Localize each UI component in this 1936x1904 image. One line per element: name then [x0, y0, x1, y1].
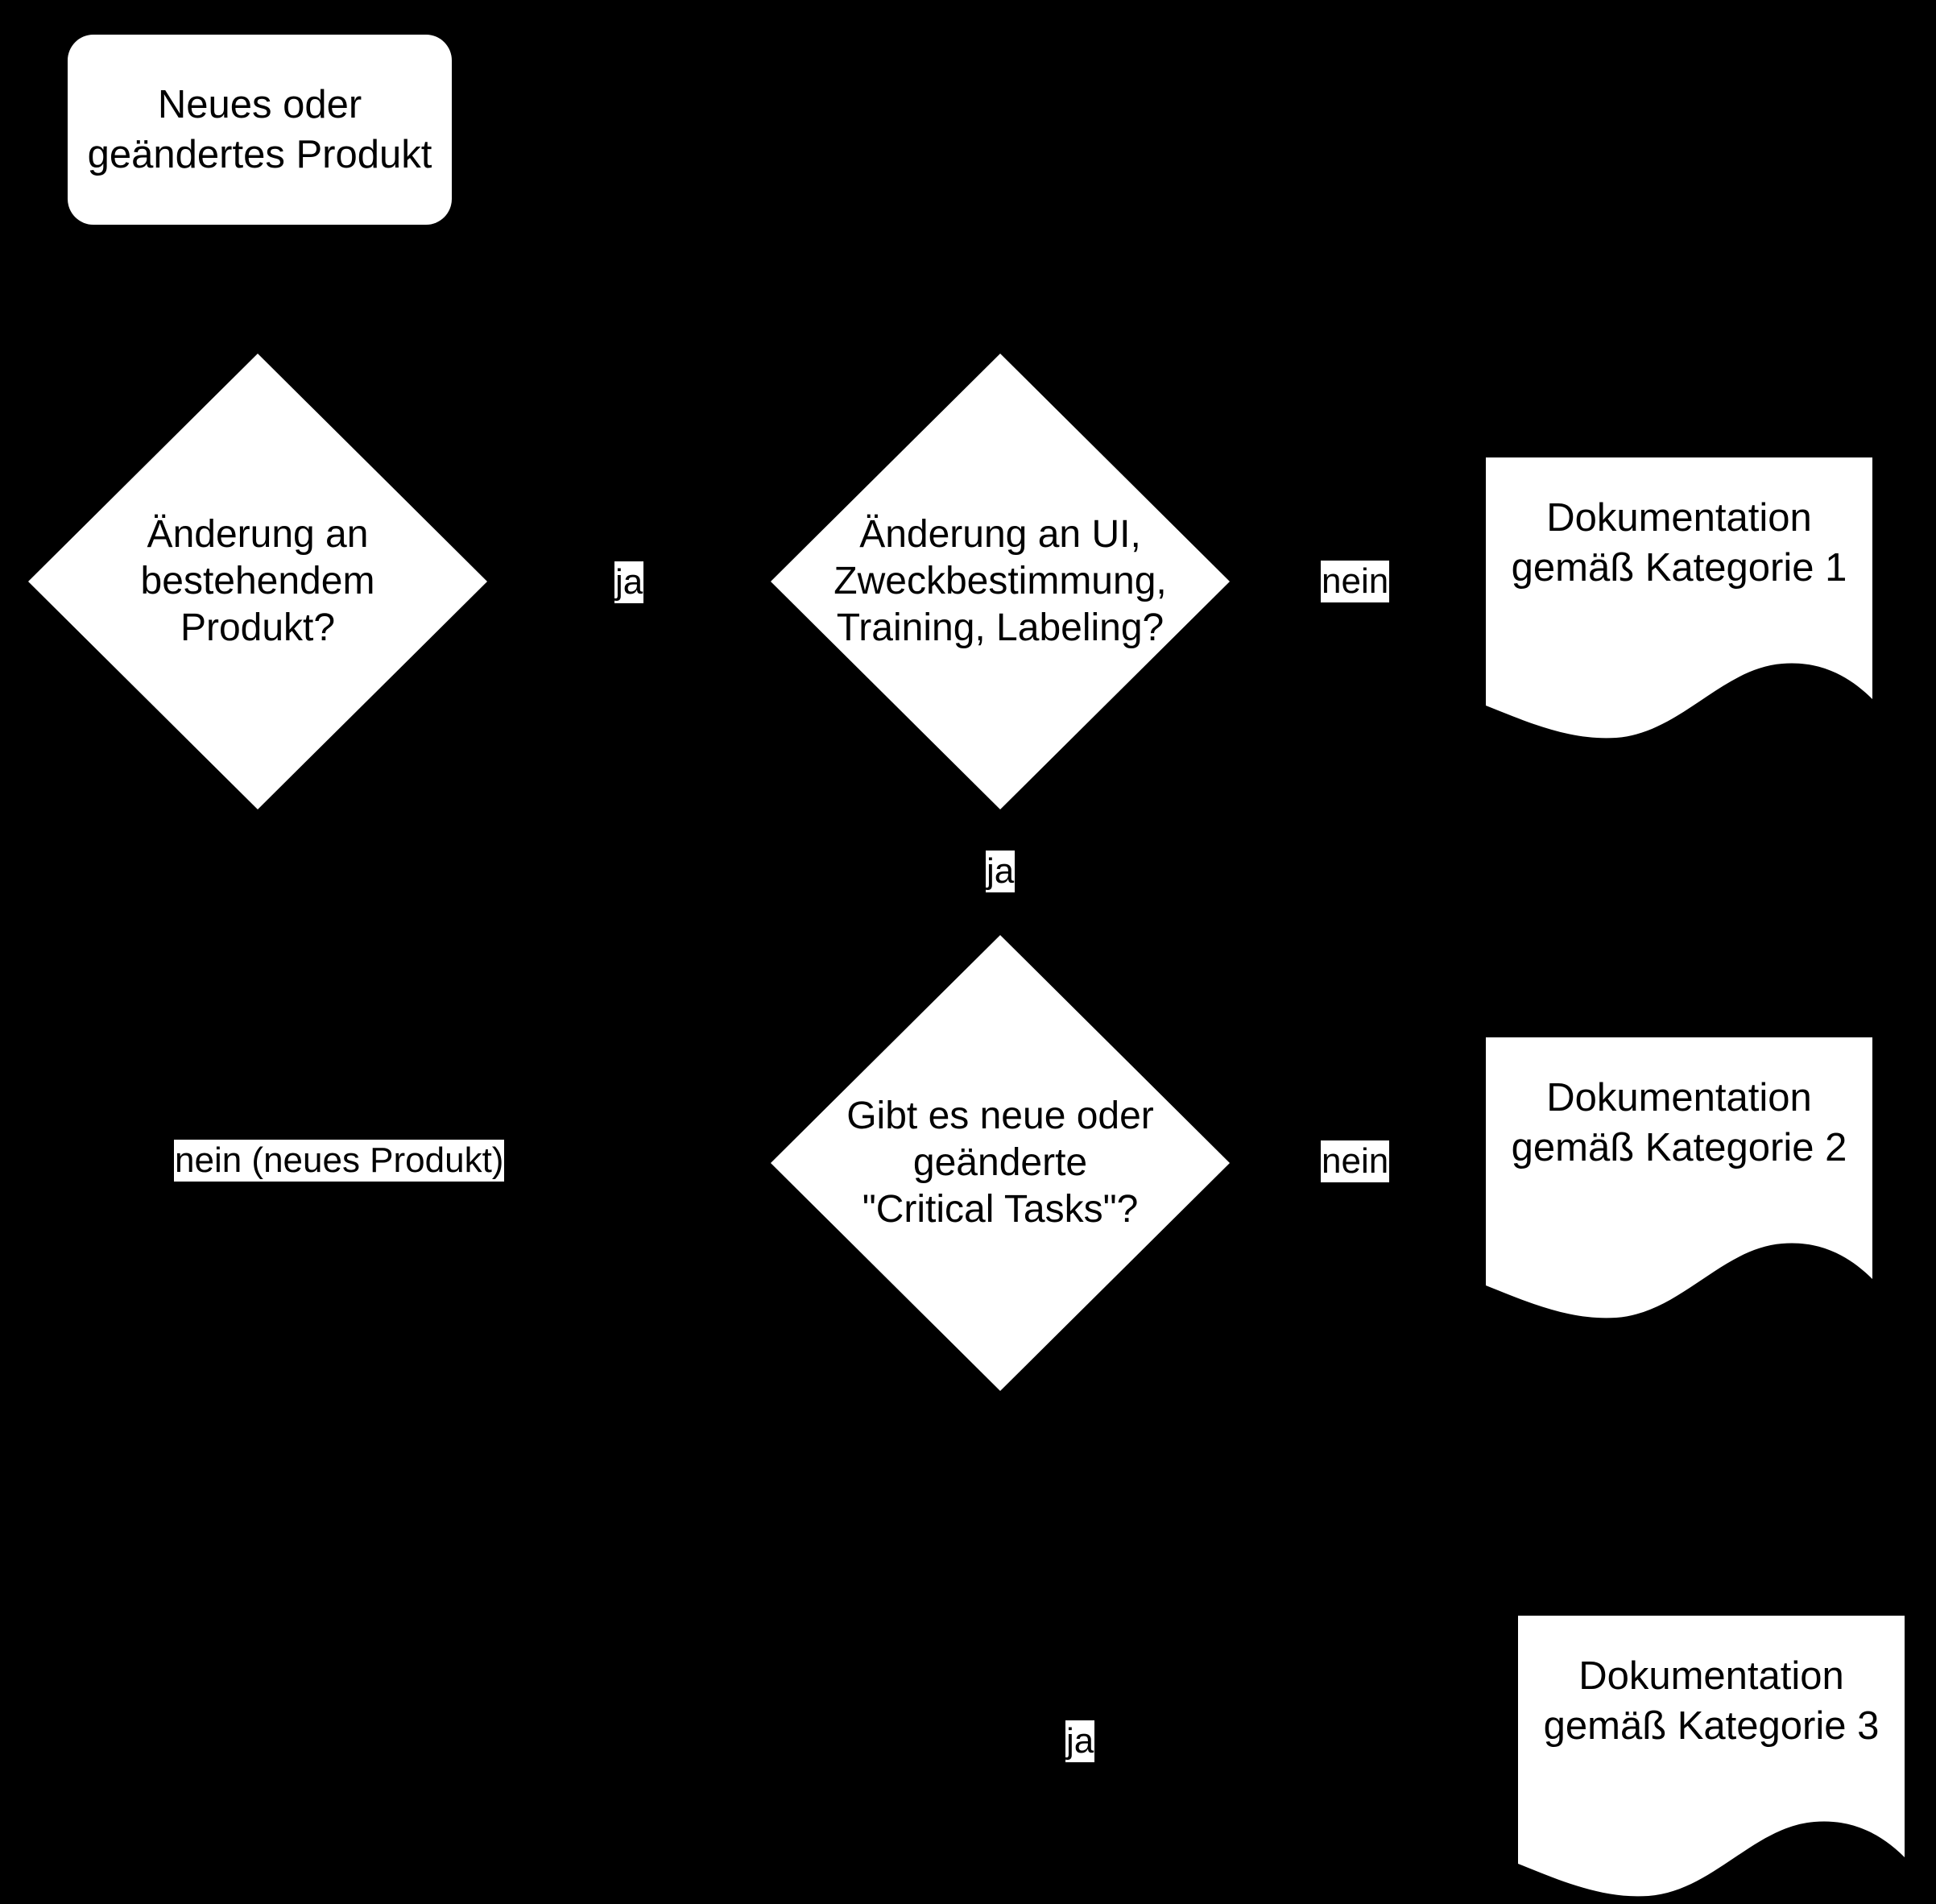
- document-line: Dokumentation: [1578, 1654, 1844, 1698]
- decision-existing-product: Änderung an bestehendem Produkt?: [28, 354, 487, 809]
- decision-line: Produkt?: [180, 606, 336, 649]
- edge-label-ja-3: ja: [1065, 1720, 1095, 1762]
- edge-label-nein-1: nein: [1321, 561, 1390, 602]
- edge-label-nein-2: nein: [1321, 1140, 1390, 1182]
- decision-ui-change: Änderung an UI, Zweckbestimmung, Trainin…: [771, 354, 1230, 809]
- decision-line: geänderte: [912, 1141, 1088, 1184]
- document-line: Dokumentation: [1546, 1076, 1812, 1120]
- diamond-shape: [28, 354, 487, 809]
- start-node: Neues oder geändertes Produkt: [68, 35, 452, 225]
- document-line: gemäß Kategorie 1: [1511, 546, 1847, 590]
- decision-line: Training, Labeling?: [836, 606, 1164, 649]
- start-node-line: Neues oder: [157, 83, 362, 126]
- diamond-shape: [771, 354, 1230, 809]
- edge-label-ja-2: ja: [986, 851, 1016, 892]
- document-category-2-label: Dokumentation gemäß Kategorie 2: [1486, 1037, 1872, 1321]
- document-category-2: Dokumentation gemäß Kategorie 2: [1486, 1037, 1872, 1321]
- document-line: gemäß Kategorie 3: [1543, 1704, 1880, 1748]
- document-line: Dokumentation: [1546, 496, 1812, 540]
- decision-critical-tasks-label: Gibt es neue oder geänderte "Critical Ta…: [771, 935, 1230, 1391]
- edge-label-ja-1: ja: [614, 561, 644, 603]
- diamond-shape: [771, 935, 1230, 1391]
- start-node-label: Neues oder geändertes Produkt: [68, 35, 452, 225]
- decision-ui-change-label: Änderung an UI, Zweckbestimmung, Trainin…: [771, 354, 1230, 809]
- decision-line: "Critical Tasks"?: [862, 1188, 1139, 1231]
- decision-line: bestehendem: [140, 560, 375, 602]
- decision-existing-product-label: Änderung an bestehendem Produkt?: [28, 354, 487, 809]
- edge-label-nein-neues-produkt: nein (neues Produkt): [174, 1140, 505, 1182]
- start-node-line: geändertes Produkt: [87, 133, 432, 176]
- document-shape: [1486, 457, 1872, 739]
- decision-line: Änderung an UI,: [859, 513, 1141, 556]
- decision-line: Zweckbestimmung,: [834, 560, 1167, 602]
- document-shape: [1518, 1616, 1905, 1897]
- document-category-3-label: Dokumentation gemäß Kategorie 3: [1518, 1616, 1905, 1899]
- document-category-1-label: Dokumentation gemäß Kategorie 1: [1486, 457, 1872, 741]
- document-category-1: Dokumentation gemäß Kategorie 1: [1486, 457, 1872, 741]
- decision-line: Gibt es neue oder: [846, 1095, 1154, 1137]
- document-shape: [1486, 1037, 1872, 1318]
- document-category-3: Dokumentation gemäß Kategorie 3: [1518, 1616, 1905, 1899]
- decision-critical-tasks: Gibt es neue oder geänderte "Critical Ta…: [771, 935, 1230, 1391]
- document-line: gemäß Kategorie 2: [1511, 1126, 1847, 1169]
- decision-line: Änderung an: [147, 513, 369, 556]
